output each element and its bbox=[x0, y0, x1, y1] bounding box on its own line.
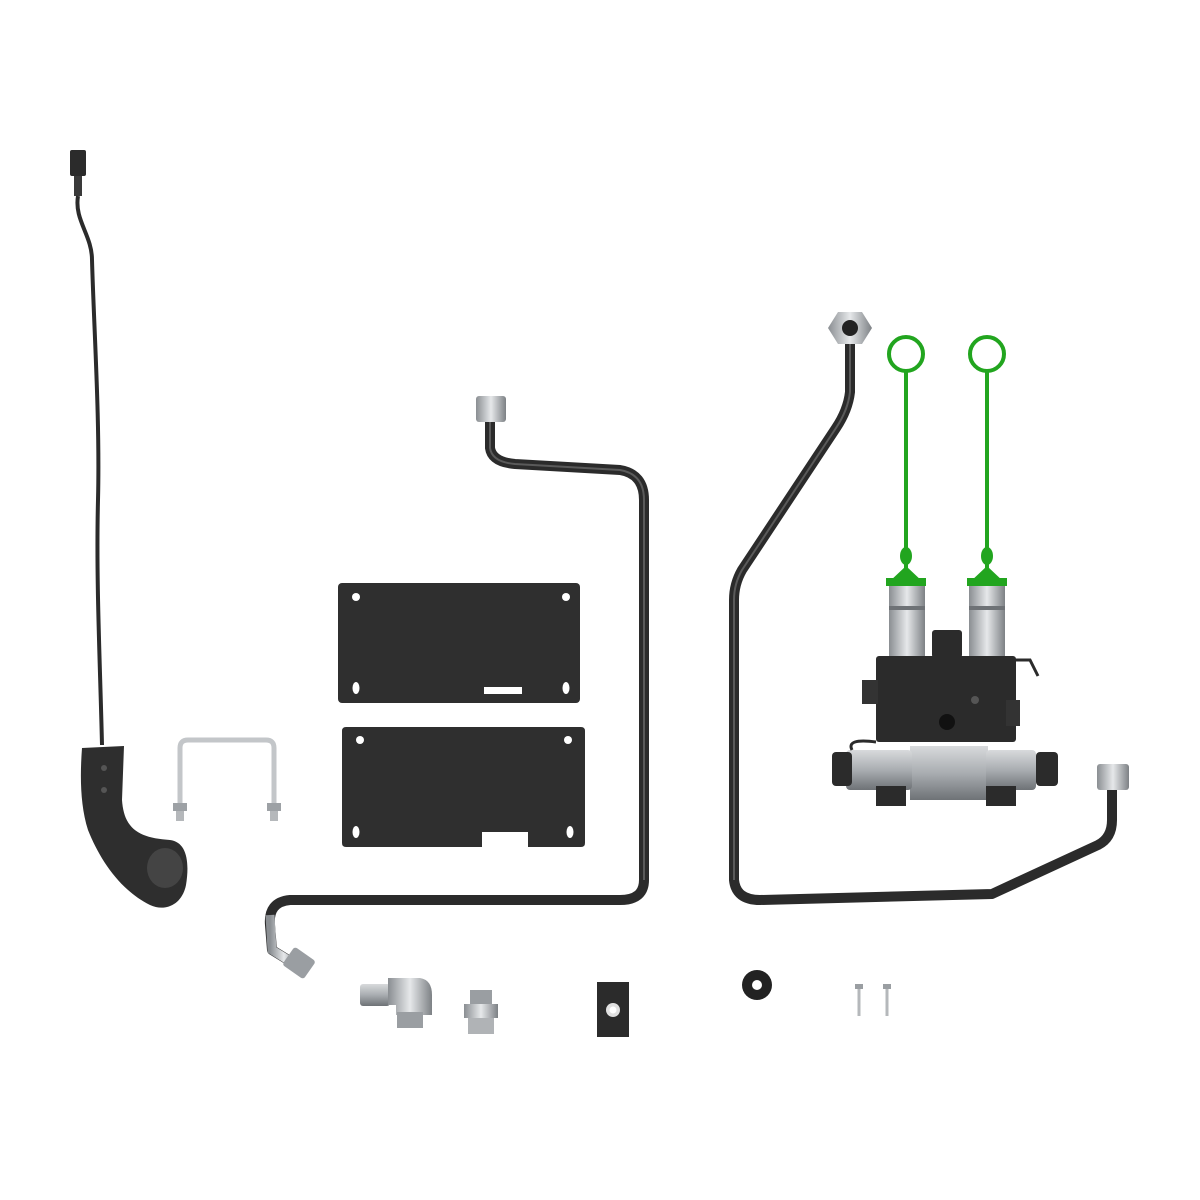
cable-handle-knob bbox=[147, 848, 183, 888]
tube-fitting-nut bbox=[1097, 764, 1129, 790]
hydraulic-tube-right bbox=[729, 312, 1129, 905]
machine-screws bbox=[855, 984, 891, 1016]
hydraulic-valve-block bbox=[832, 586, 1058, 806]
mounting-plate-top bbox=[338, 583, 580, 703]
cable-wire bbox=[75, 195, 104, 746]
spacer-plate bbox=[597, 982, 629, 1037]
tube-fitting-nut bbox=[476, 396, 506, 422]
elbow-fitting bbox=[360, 978, 432, 1028]
green-tag-left bbox=[886, 335, 926, 586]
straight-adapter-fitting bbox=[464, 990, 498, 1034]
solenoid-coil bbox=[910, 746, 988, 800]
quick-coupler-left bbox=[889, 586, 925, 656]
hydraulic-tube-left bbox=[264, 396, 649, 979]
mounting-plate-bottom bbox=[342, 727, 585, 847]
rubber-washer bbox=[742, 970, 772, 1000]
cable-connector bbox=[70, 150, 86, 176]
green-tag-right bbox=[967, 335, 1007, 586]
quick-coupler-right bbox=[969, 586, 1005, 656]
u-bolt bbox=[173, 737, 281, 821]
sensor-cable-assembly bbox=[70, 150, 188, 908]
